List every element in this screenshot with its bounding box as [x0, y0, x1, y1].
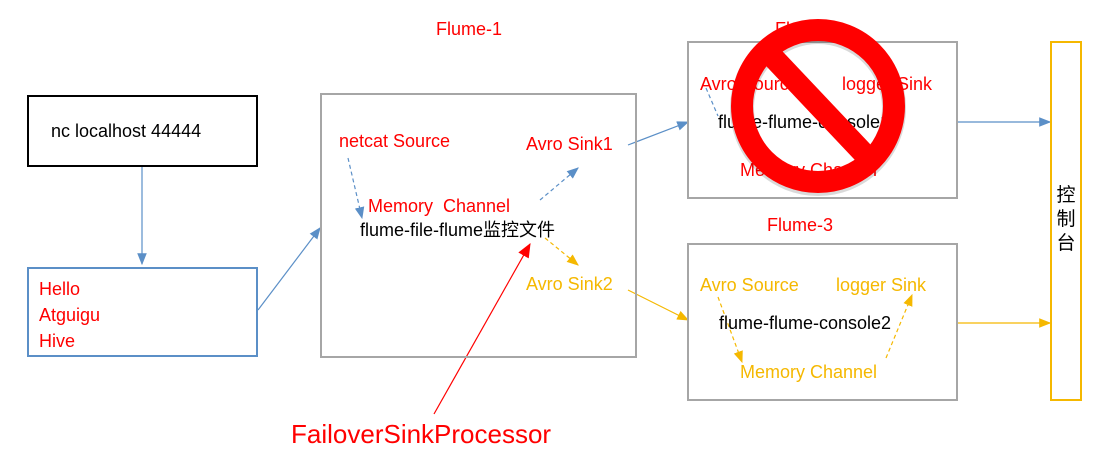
flume2-sink-label: logger Sink	[842, 74, 933, 94]
processor-label: FailoverSinkProcessor	[291, 419, 552, 449]
flume1-config-label: flume-file-flume监控文件	[360, 220, 556, 240]
flume1-title: Flume-1	[436, 19, 503, 39]
console-label: 控制台	[1053, 184, 1079, 256]
flume2-channel-label: Memory Channel	[740, 160, 878, 180]
flume1-source-label: netcat Source	[339, 131, 451, 151]
flume3-config-label: flume-flume-console2	[719, 313, 892, 333]
flume2-source-label: Avro Source	[700, 74, 799, 94]
flume3-channel-label: Memory Channel	[740, 362, 878, 382]
nc-command-box: nc localhost 44444	[27, 95, 258, 167]
flume2-title: Flume-2	[775, 19, 842, 39]
input-lines-box: Hello Atguigu Hive	[27, 267, 258, 357]
flume3-sink-label: logger Sink	[836, 275, 927, 295]
flume1-sink2-label: Avro Sink2	[526, 274, 613, 294]
console-label-text: 控制台	[1056, 185, 1076, 254]
console-box	[1050, 41, 1082, 401]
input-line-3: Hive	[39, 331, 76, 351]
flume2-config-label: flume-flume-console1	[718, 112, 891, 132]
arrow-sink2-to-flume3	[627, 289, 690, 321]
flume1-channel-label: Memory Channel	[368, 196, 511, 216]
arrow-sink1-to-flume2	[627, 121, 690, 146]
arrow-input-to-flume1	[257, 227, 321, 311]
flume3-title: Flume-3	[767, 215, 834, 235]
flume3-agent-box	[687, 243, 958, 401]
input-line-2: Atguigu	[39, 305, 101, 325]
flume3-source-label: Avro Source	[700, 275, 799, 295]
input-line-1: Hello	[39, 279, 81, 299]
flume1-agent-box	[320, 93, 637, 358]
nc-command-text: nc localhost 44444	[51, 121, 202, 141]
flume1-sink1-label: Avro Sink1	[526, 134, 613, 154]
